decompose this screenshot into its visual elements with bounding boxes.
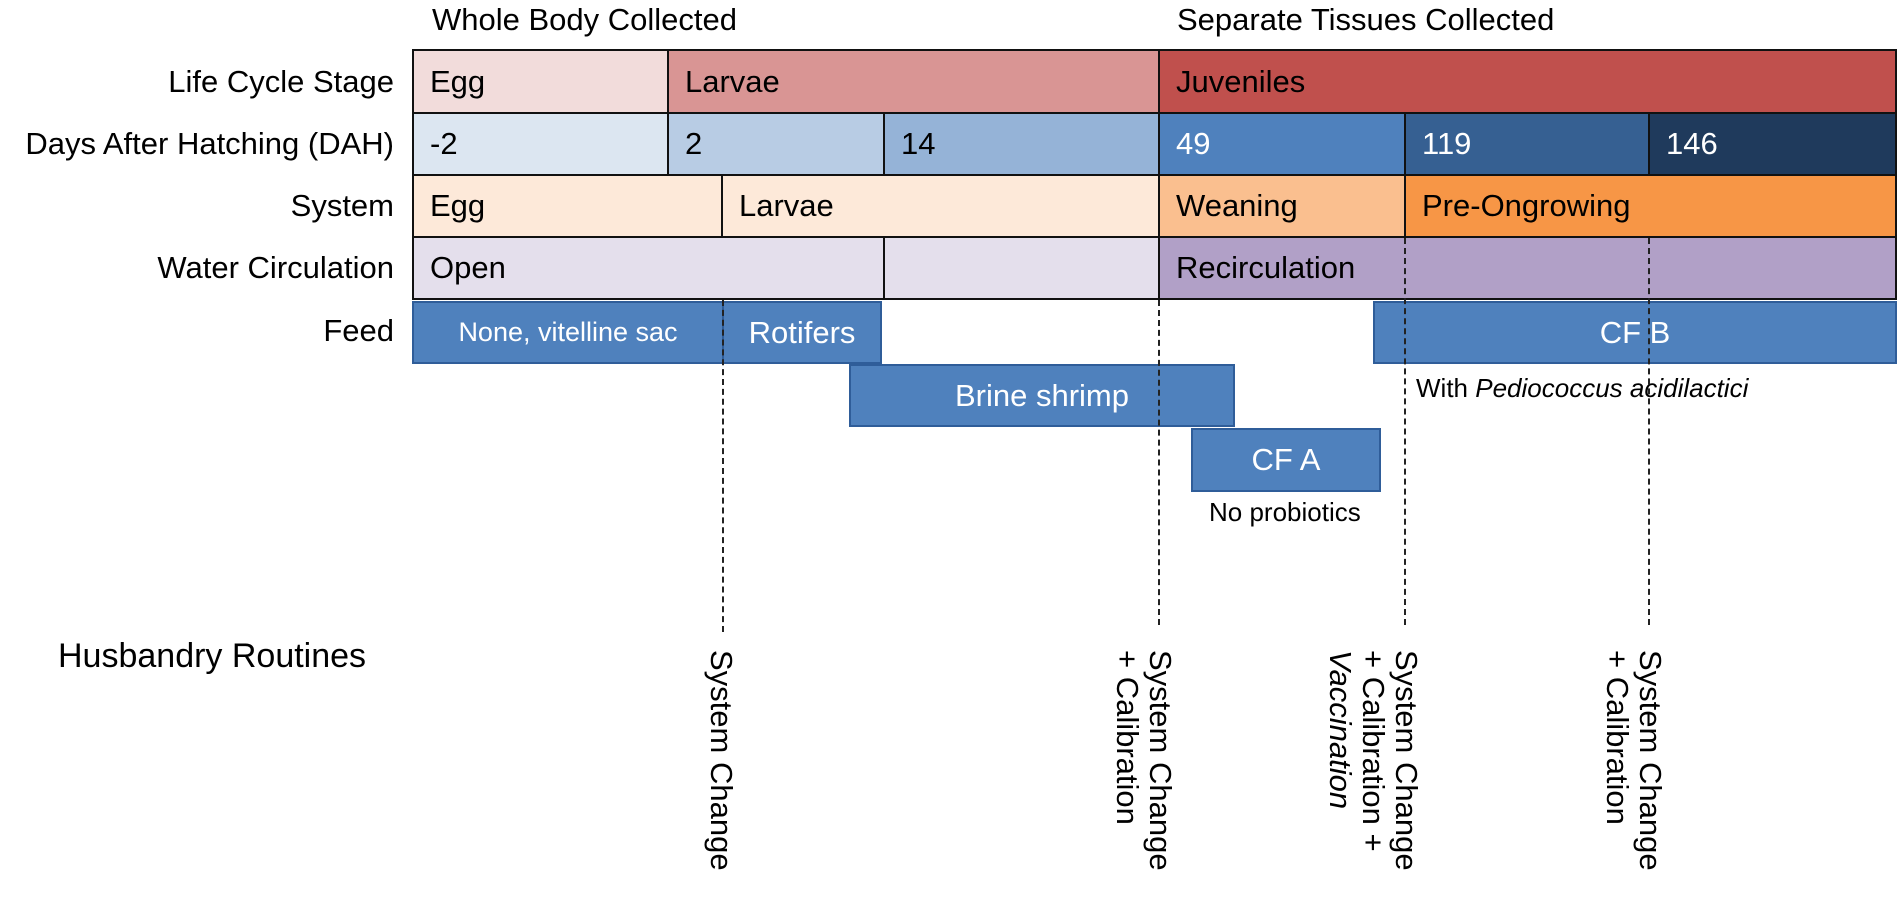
dah-cell: -2 <box>412 112 669 176</box>
row-label-feed: Feed <box>323 313 394 348</box>
life-cycle-egg: Egg <box>412 49 669 114</box>
feed-cf-b: CF B <box>1373 301 1897 364</box>
header-whole-body: Whole Body Collected <box>432 2 737 37</box>
feed-cf-b-note: With Pediococcus acidilactici <box>1416 373 1748 404</box>
routine-line-text: System Change <box>1633 650 1668 871</box>
system-larvae: Larvae <box>721 174 1160 238</box>
water-open-cell <box>883 236 1160 300</box>
row-label-dah: Days After Hatching (DAH) <box>25 126 394 161</box>
system-preongrowing-label: Pre-Ongrowing <box>1422 188 1631 223</box>
routine-line-text: + Calibration + <box>1356 650 1391 852</box>
routine-line <box>722 300 724 632</box>
water-open: Open <box>412 236 885 300</box>
feed-cf-a-label: CF A <box>1251 442 1321 477</box>
water-recirculation: Recirculation <box>1158 236 1897 300</box>
husbandry-routines-label: Husbandry Routines <box>58 637 367 675</box>
dah-cell: 146 <box>1648 112 1897 176</box>
feed-cf-b-label: CF B <box>1599 314 1671 350</box>
routine-line <box>1404 238 1406 625</box>
life-cycle-juveniles-label: Juveniles <box>1176 63 1306 99</box>
row-label-life-cycle: Life Cycle Stage <box>168 64 394 99</box>
system-preongrowing: Pre-Ongrowing <box>1404 174 1897 238</box>
dah-cell: 2 <box>667 112 885 176</box>
dah-cell: 49 <box>1158 112 1406 176</box>
system-egg: Egg <box>412 174 723 238</box>
routine-line-text: System Change <box>1389 650 1424 871</box>
routine-line-text: Vaccination <box>1323 650 1358 810</box>
feed-vitelline-sac: None, vitelline sac <box>412 301 724 364</box>
feed-brine-shrimp-label: Brine shrimp <box>955 377 1129 413</box>
life-cycle-larvae: Larvae <box>667 49 1160 114</box>
routine-system-change-calibration: System Change + Calibration <box>1110 650 1178 871</box>
feed-cf-a: CF A <box>1191 428 1381 492</box>
feed-brine-shrimp: Brine shrimp <box>849 364 1235 427</box>
system-larvae-label: Larvae <box>739 188 834 223</box>
feed-rotifers-label: Rotifers <box>748 314 856 350</box>
routine-line <box>1158 300 1160 625</box>
routine-system-change-calibration-vaccination: System Change + Calibration + Vaccinatio… <box>1323 650 1424 871</box>
routine-line <box>1648 238 1650 625</box>
dah-value: -2 <box>430 126 458 161</box>
dah-value: 146 <box>1666 126 1718 161</box>
life-cycle-juveniles: Juveniles <box>1158 49 1897 114</box>
feed-cf-a-note: No probiotics <box>1209 497 1361 527</box>
dah-value: 49 <box>1176 126 1211 161</box>
routine-line-text: System Change <box>1143 650 1178 871</box>
routine-system-change-calibration: System Change + Calibration <box>1600 650 1668 871</box>
dah-value: 119 <box>1422 126 1472 161</box>
feed-cf-b-note-species: Pediococcus acidilactici <box>1475 373 1749 403</box>
system-weaning: Weaning <box>1158 174 1406 238</box>
routine-system-change: System Change <box>704 650 739 871</box>
routine-line-text: + Calibration <box>1110 650 1145 825</box>
routine-line-text: System Change <box>704 650 739 871</box>
water-open-label: Open <box>430 250 506 285</box>
system-egg-label: Egg <box>430 188 486 223</box>
water-recirculation-label: Recirculation <box>1176 250 1356 285</box>
row-label-water: Water Circulation <box>157 250 394 285</box>
feed-vitelline-sac-label: None, vitelline sac <box>458 317 678 347</box>
feed-rotifers: Rotifers <box>722 301 882 364</box>
dah-cell: 119 <box>1404 112 1650 176</box>
dah-cell: 14 <box>883 112 1160 176</box>
dah-value: 2 <box>685 126 703 161</box>
routine-line-text: + Calibration <box>1600 650 1635 825</box>
header-separate-tissues: Separate Tissues Collected <box>1177 2 1555 37</box>
life-cycle-larvae-label: Larvae <box>685 63 780 99</box>
system-weaning-label: Weaning <box>1176 188 1298 223</box>
dah-value: 14 <box>901 126 936 161</box>
row-label-system: System <box>290 188 394 223</box>
life-cycle-egg-label: Egg <box>430 63 486 99</box>
feed-cf-b-note-prefix: With <box>1416 373 1476 403</box>
